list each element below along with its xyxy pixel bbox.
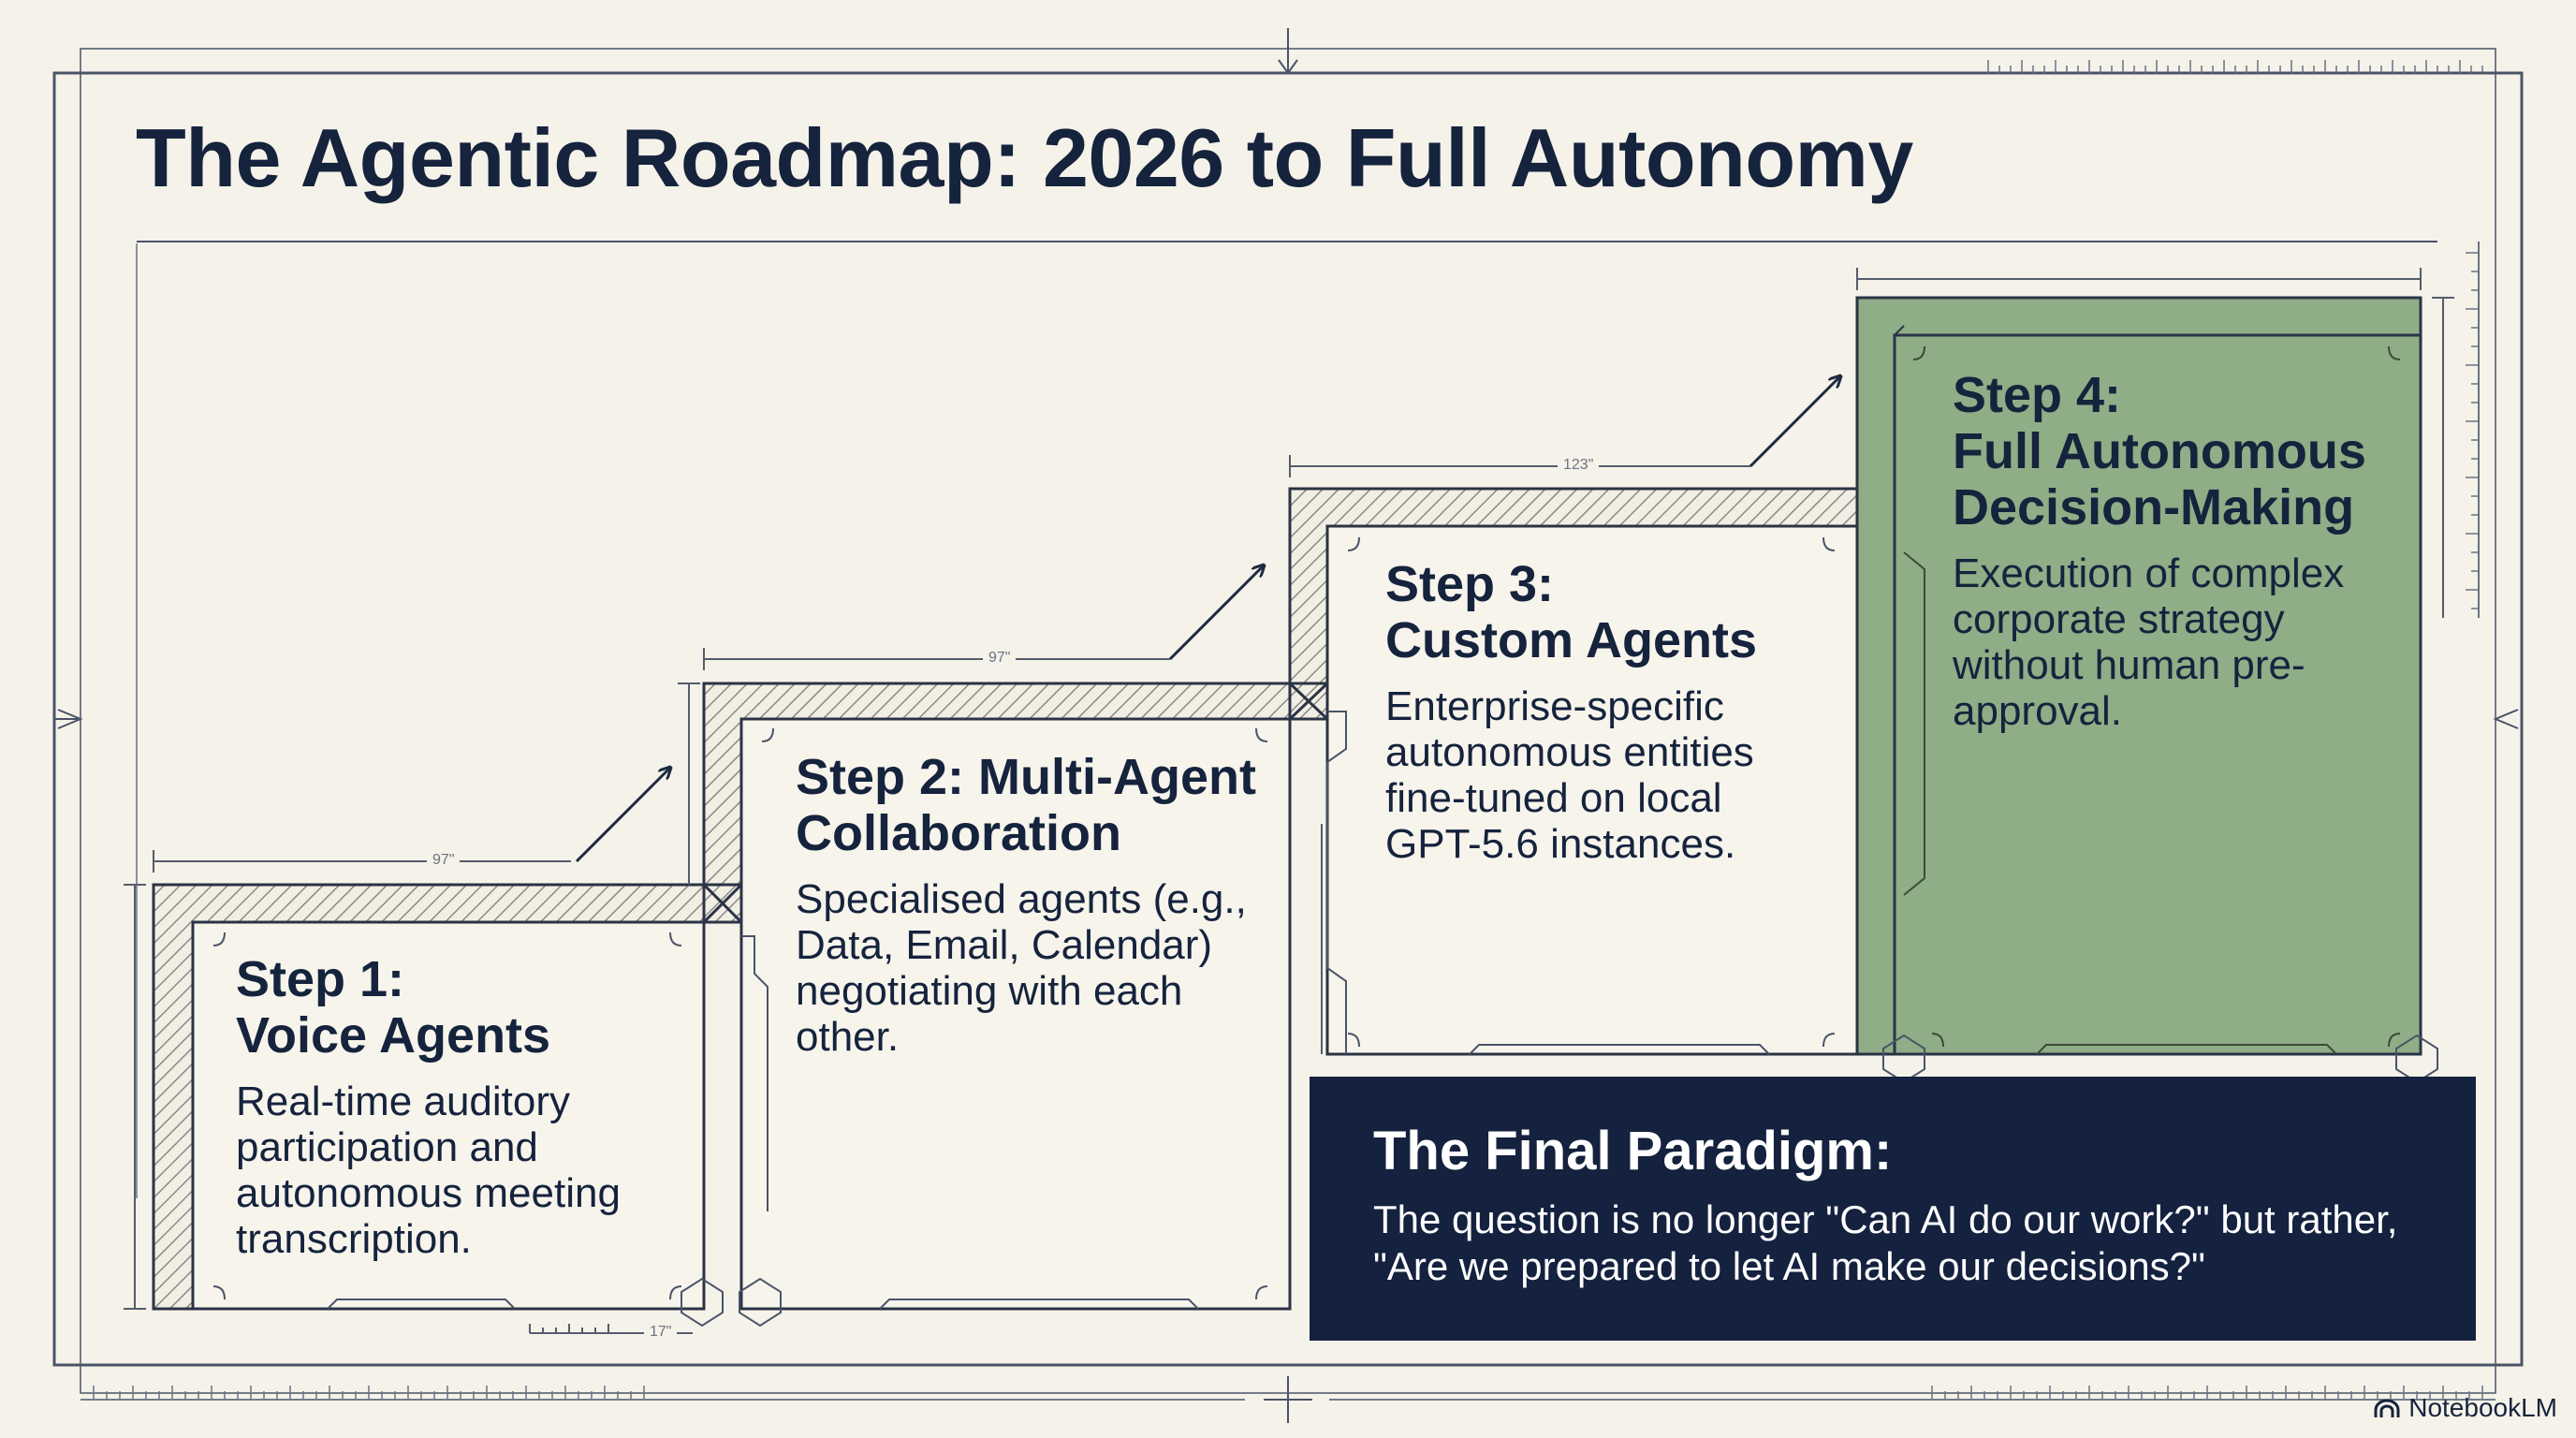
step-2-title-line-2: Collaboration [796, 805, 1121, 861]
step-1-description: Real-time auditory participation and aut… [236, 1078, 621, 1262]
ruler-ticks [93, 60, 2483, 1399]
step-3-title-line-2: Custom Agents [1385, 612, 1758, 668]
step-4-description: Execution of complex corporate strategy … [1953, 550, 2345, 734]
step-4-title-line-2: Full Autonomous [1953, 423, 2366, 479]
step-1-block [152, 883, 762, 1311]
step-2-description: Specialised agents (e.g., Data, Email, C… [796, 876, 1247, 1060]
step-1-text: Step 1: Voice Agents Real-time auditory … [236, 951, 666, 1262]
final-paradigm-text: The question is no longer "Can AI do our… [1373, 1197, 2398, 1288]
step-2-text: Step 2: Multi-Agent Collaboration Specia… [796, 749, 1264, 1060]
step-3-title-line-1: Step 3: [1385, 556, 1555, 612]
step-4-text: Step 4: Full Autonomous Decision-Making … [1953, 367, 2393, 734]
step-2-title: Step 2: Multi-Agent Collaboration [796, 749, 1264, 861]
notebooklm-logo-icon [2374, 1399, 2400, 1417]
final-paradigm-box: The Final Paradigm: The question is no l… [1310, 1077, 2476, 1341]
dimension-label-step-3: 123" [1558, 457, 1600, 474]
step-4-title: Step 4: Full Autonomous Decision-Making [1953, 367, 2393, 536]
step-1-title-line-2: Voice Agents [236, 1007, 551, 1064]
progression-arrows [575, 376, 1840, 863]
page-title: The Agentic Roadmap: 2026 to Full Autono… [136, 111, 1913, 204]
step-4-title-line-3: Decision-Making [1953, 479, 2355, 536]
step-2-block [681, 682, 1329, 1328]
dimension-label-step-1: 97" [427, 852, 461, 869]
step-4-title-line-1: Step 4: [1953, 367, 2122, 423]
brand-name: NotebookLM [2408, 1393, 2557, 1422]
frame [52, 28, 2524, 1423]
brand-watermark: NotebookLM [2373, 1393, 2557, 1423]
dimension-label-step-2: 97" [983, 650, 1017, 667]
step-4-block [1855, 296, 2438, 1084]
step-2-title-line-1: Step 2: Multi-Agent [796, 749, 1256, 805]
step-3-description: Enterprise-specific autonomous entities … [1385, 683, 1754, 867]
step-3-title: Step 3: Custom Agents [1385, 556, 1816, 668]
step-1-title-line-1: Step 1: [236, 951, 405, 1007]
dimension-label-bottom: 17" [644, 1324, 678, 1341]
step-3-text: Step 3: Custom Agents Enterprise-specifi… [1385, 556, 1816, 867]
step-1-title: Step 1: Voice Agents [236, 951, 666, 1064]
final-paradigm-title: The Final Paradigm: [1373, 1121, 1893, 1181]
dimension-lines [124, 268, 2454, 1334]
step-3-block [1288, 487, 1906, 1056]
